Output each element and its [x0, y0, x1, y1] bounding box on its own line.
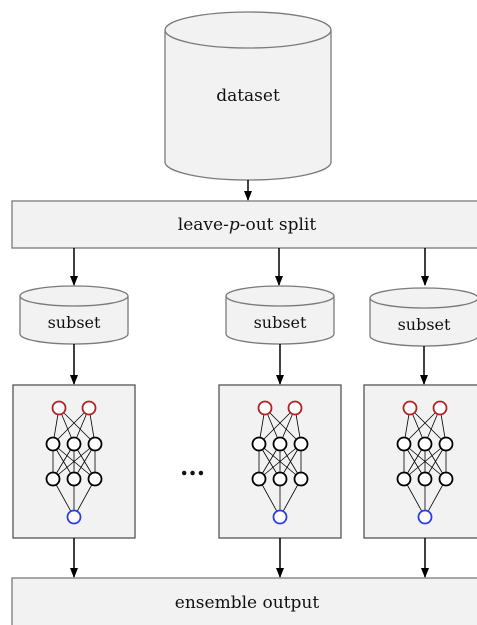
hidden-node [66, 471, 82, 487]
hidden-node [45, 471, 61, 487]
hidden-node [396, 436, 412, 452]
subset-cylinder-2: subset [225, 285, 335, 345]
dataset-cylinder: dataset [164, 11, 332, 181]
ensemble-label: ensemble output [175, 593, 320, 613]
hidden-node [438, 436, 454, 452]
hidden-node [272, 471, 288, 487]
hidden-node [251, 471, 267, 487]
hidden-node [293, 471, 309, 487]
neural-network-icon [396, 400, 454, 525]
ensemble-box: ensemble output [11, 577, 477, 625]
network-edge [258, 407, 296, 445]
network-edge [52, 407, 90, 445]
hidden-node [87, 436, 103, 452]
input-node [417, 509, 433, 525]
network-edge [403, 407, 441, 445]
input-node [66, 509, 82, 525]
hidden-node [66, 436, 82, 452]
hidden-node [293, 436, 309, 452]
ellipsis: ... [180, 452, 205, 481]
subset-cylinder-1: subset [19, 285, 129, 345]
output-node [257, 400, 273, 416]
output-node [51, 400, 67, 416]
split-box: leave-p-out split [11, 200, 477, 249]
subset-cylinder-3: subset [369, 287, 477, 347]
subset-label-3: subset [398, 315, 451, 334]
neural-network-icon [251, 400, 309, 525]
subset-label-1: subset [48, 313, 101, 332]
network-edge [403, 443, 447, 480]
output-node [81, 400, 97, 416]
hidden-node [417, 436, 433, 452]
hidden-node [396, 471, 412, 487]
network-edge [258, 443, 302, 480]
dataset-label: dataset [216, 86, 280, 106]
network-edge [52, 443, 96, 480]
hidden-node [438, 471, 454, 487]
hidden-node [417, 471, 433, 487]
output-node [402, 400, 418, 416]
output-node [432, 400, 448, 416]
input-node [272, 509, 288, 525]
hidden-node [87, 471, 103, 487]
hidden-node [272, 436, 288, 452]
hidden-node [251, 436, 267, 452]
output-node [287, 400, 303, 416]
hidden-node [45, 436, 61, 452]
subset-label-2: subset [254, 313, 307, 332]
split-label: leave-p-out split [178, 215, 317, 235]
neural-network-icon [45, 400, 103, 525]
network-edge [409, 407, 447, 445]
network-edge [58, 407, 96, 445]
network-edge [264, 407, 302, 445]
